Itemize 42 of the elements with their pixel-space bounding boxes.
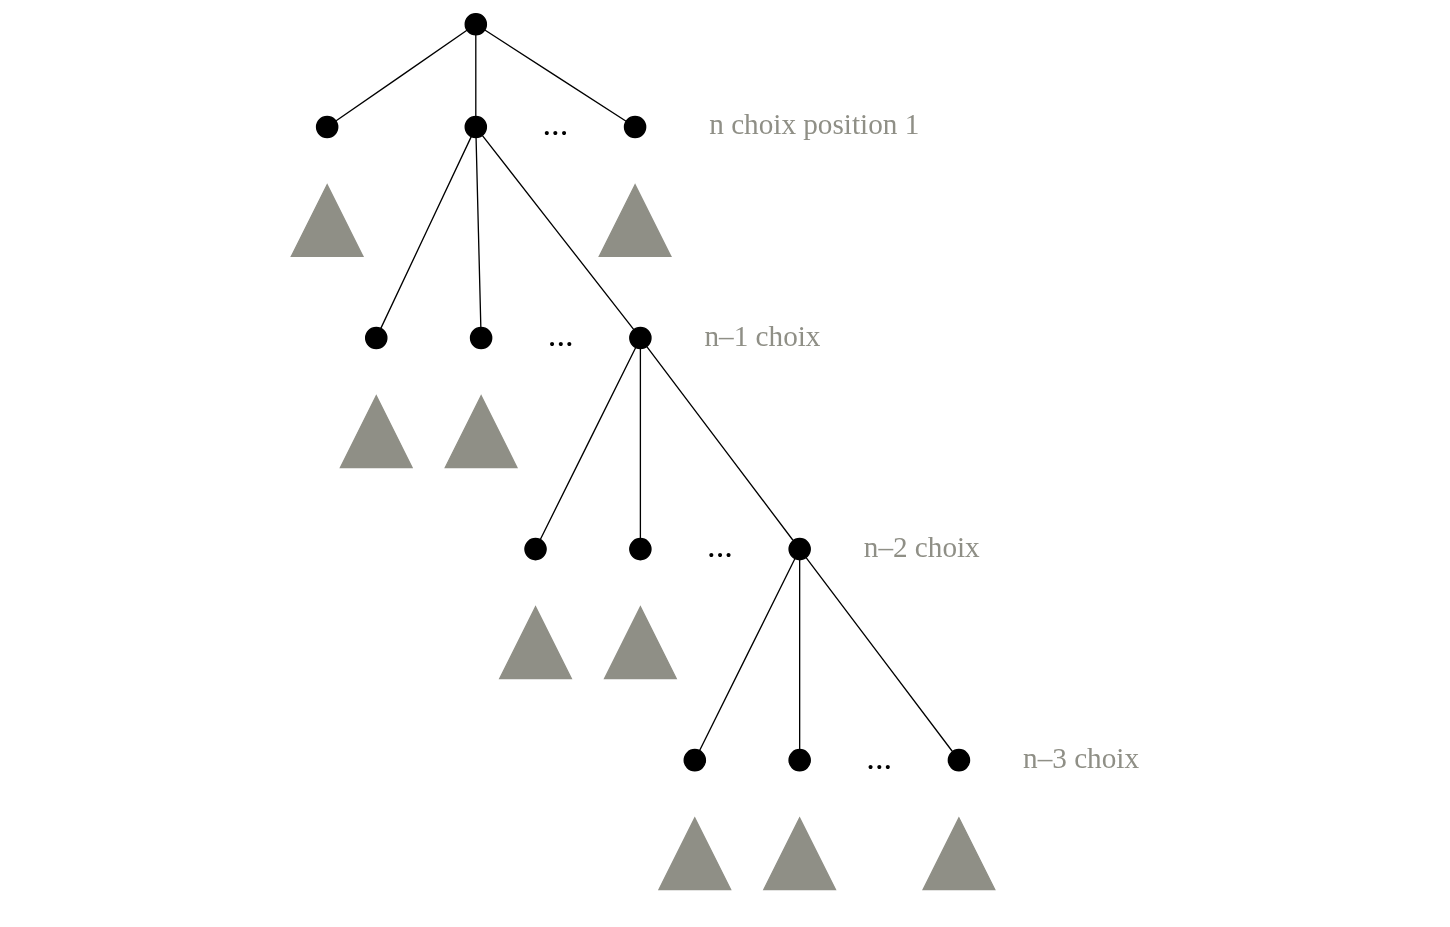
node-circle (464, 115, 488, 139)
node-circle (788, 748, 811, 772)
label: ... (547, 315, 574, 354)
label: n–2 choix (863, 530, 980, 563)
label: ... (707, 526, 733, 565)
label: n choix position 1 (709, 108, 920, 141)
label: ... (866, 737, 893, 776)
node-circle (623, 115, 647, 139)
node-triangle (598, 183, 672, 258)
node-circle (469, 326, 493, 350)
connector (475, 137, 482, 328)
node-triangle (603, 605, 678, 680)
node-circle (947, 748, 971, 772)
connector (475, 34, 477, 117)
node-triangle (290, 183, 365, 258)
connector (799, 559, 801, 750)
connector (539, 347, 637, 541)
connector (335, 29, 468, 122)
connector (805, 556, 953, 752)
node-circle (524, 537, 547, 561)
connector (481, 134, 635, 331)
node-circle (364, 326, 388, 350)
node-circle (464, 12, 488, 36)
node-triangle (444, 394, 519, 469)
node-circle (629, 326, 652, 350)
node-triangle (762, 816, 837, 891)
node-circle (315, 115, 339, 139)
node-triangle (339, 394, 414, 469)
connector (380, 136, 472, 330)
connector (484, 29, 627, 122)
node-triangle (657, 816, 732, 891)
node-circle (788, 537, 811, 561)
label: ... (542, 104, 569, 143)
node-triangle (922, 816, 996, 891)
node-triangle (498, 605, 573, 680)
label: n–3 choix (1023, 741, 1140, 774)
label: n–1 choix (704, 319, 821, 352)
connector (698, 558, 796, 752)
node-circle (683, 748, 707, 772)
node-circle (629, 537, 652, 561)
connector (639, 348, 642, 539)
connector (646, 345, 794, 541)
